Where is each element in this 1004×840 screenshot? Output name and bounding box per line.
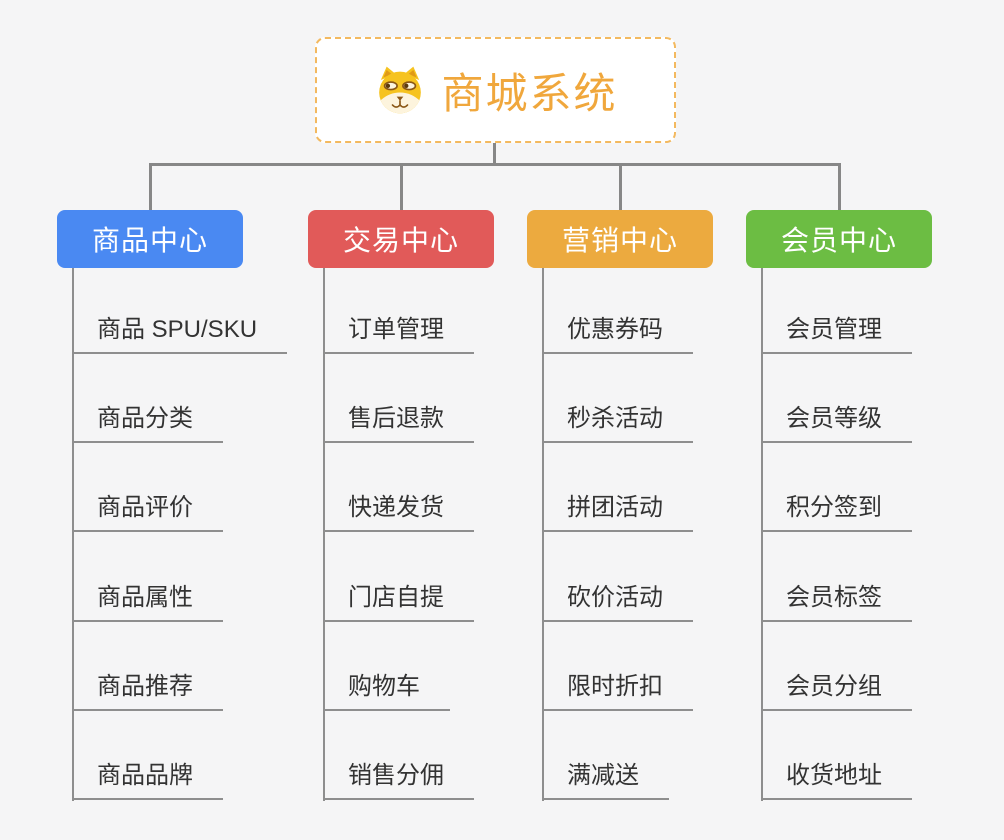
- shiba-dog-icon: [373, 65, 427, 115]
- branch-child-line: [761, 268, 763, 801]
- leaf-node[interactable]: 砍价活动: [542, 583, 693, 622]
- leaf-node[interactable]: 秒杀活动: [542, 404, 693, 443]
- leaf-node[interactable]: 商品推荐: [72, 672, 223, 711]
- leaf-node[interactable]: 优惠券码: [542, 315, 693, 354]
- branch-label: 商品中心: [91, 225, 208, 256]
- leaf-node[interactable]: 会员分组: [761, 672, 912, 711]
- connector-drop-1: [149, 163, 152, 210]
- branch-node-trade-center[interactable]: 交易中心: [308, 210, 494, 268]
- leaf-node[interactable]: 商品 SPU/SKU: [72, 315, 288, 354]
- leaf-node[interactable]: 满减送: [542, 761, 669, 800]
- branch-label: 交易中心: [342, 225, 459, 256]
- branch-label: 会员中心: [780, 225, 897, 256]
- leaf-node[interactable]: 积分签到: [761, 493, 912, 532]
- leaf-node[interactable]: 商品属性: [72, 583, 223, 622]
- branch-child-line: [72, 268, 74, 801]
- leaf-node[interactable]: 商品品牌: [72, 761, 223, 800]
- branch-node-marketing-center[interactable]: 营销中心: [527, 210, 713, 268]
- branch-child-line: [323, 268, 325, 801]
- connector-stem: [493, 143, 496, 166]
- leaf-node[interactable]: 售后退款: [323, 404, 474, 443]
- branch-node-product-center[interactable]: 商品中心: [57, 210, 243, 268]
- branch-label: 营销中心: [561, 225, 678, 256]
- root-node[interactable]: 商城系统: [315, 37, 676, 143]
- leaf-node[interactable]: 快递发货: [323, 493, 474, 532]
- leaf-node[interactable]: 购物车: [323, 672, 450, 711]
- leaf-node[interactable]: 收货地址: [761, 761, 912, 800]
- branch-node-member-center[interactable]: 会员中心: [746, 210, 932, 268]
- leaf-node[interactable]: 商品评价: [72, 493, 223, 532]
- root-title: 商城系统: [441, 69, 618, 117]
- branch-child-line: [542, 268, 544, 801]
- connector-drop-2: [400, 163, 403, 210]
- connector-drop-4: [838, 163, 841, 210]
- leaf-node[interactable]: 限时折扣: [542, 672, 693, 711]
- leaf-node[interactable]: 销售分佣: [323, 761, 474, 800]
- connector-drop-3: [619, 163, 622, 210]
- leaf-node[interactable]: 门店自提: [323, 583, 474, 622]
- leaf-node[interactable]: 会员等级: [761, 404, 912, 443]
- leaf-node[interactable]: 会员管理: [761, 315, 912, 354]
- leaf-node[interactable]: 商品分类: [72, 404, 223, 443]
- leaf-node[interactable]: 会员标签: [761, 583, 912, 622]
- connector-bus: [149, 163, 840, 166]
- leaf-node[interactable]: 拼团活动: [542, 493, 693, 532]
- leaf-node[interactable]: 订单管理: [323, 315, 474, 354]
